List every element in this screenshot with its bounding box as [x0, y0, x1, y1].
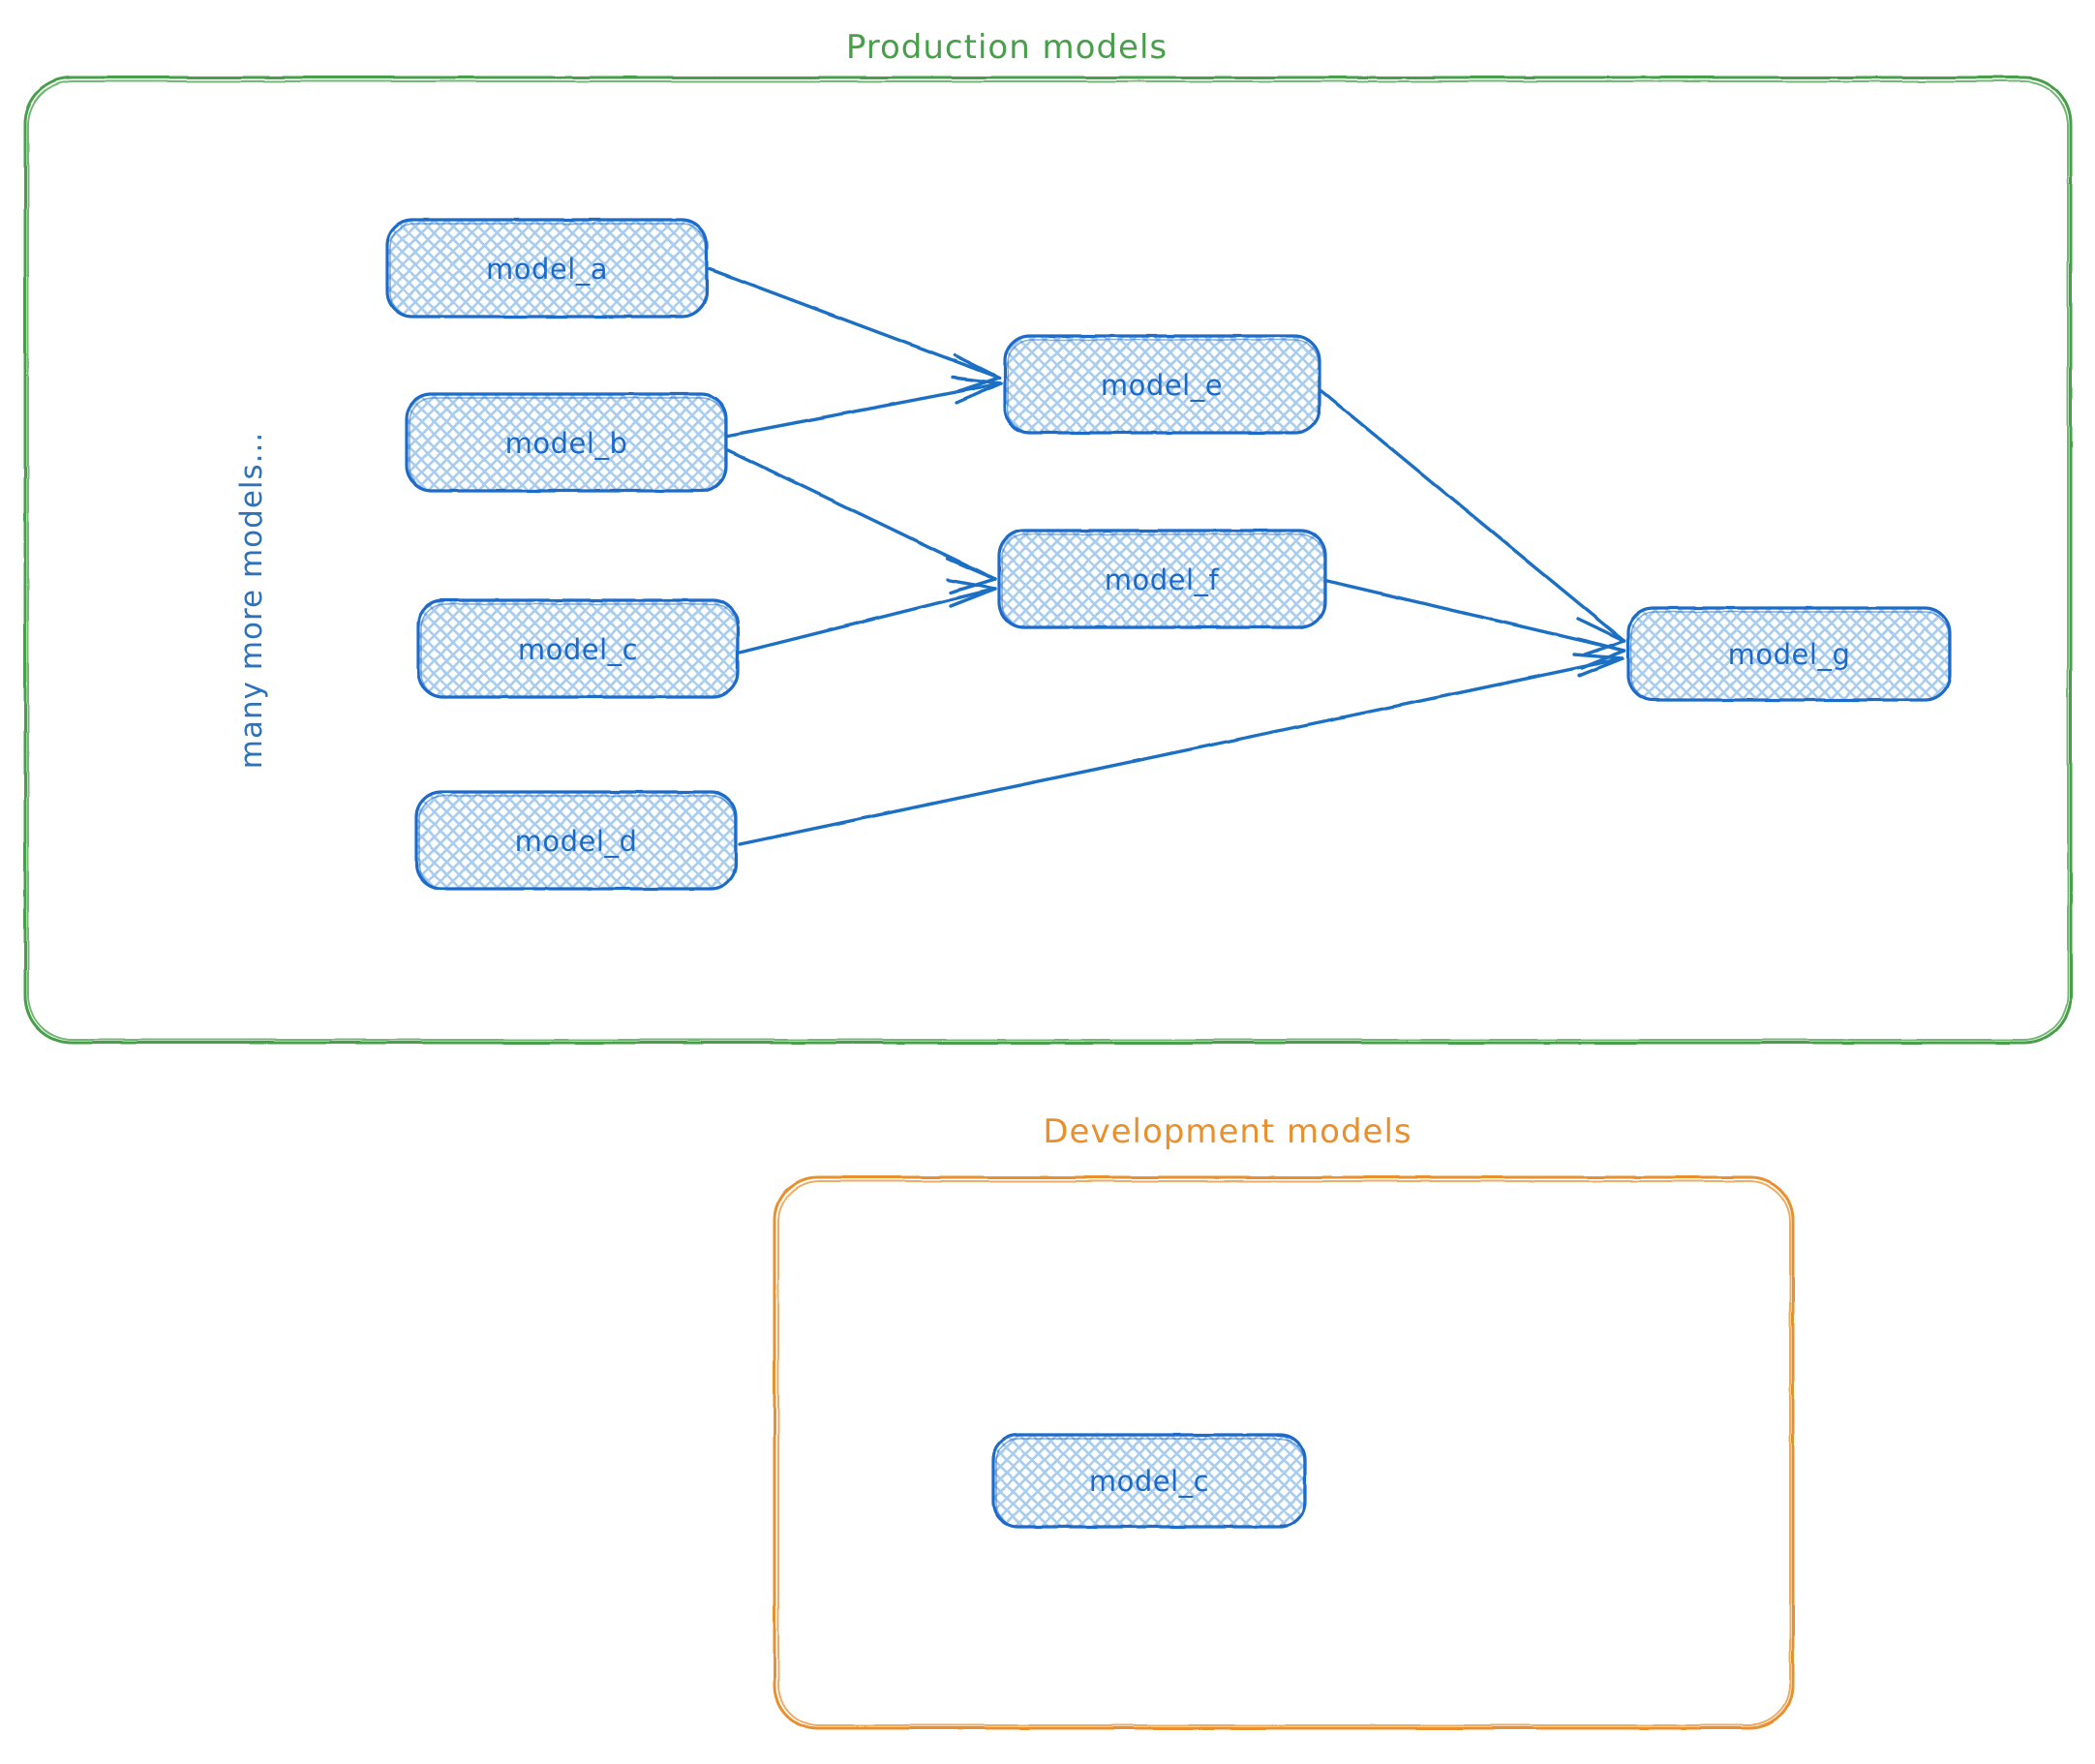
node-model-c-dev[interactable]: model_c — [991, 1433, 1307, 1529]
nodes-layer: model_a model_b model_c — [385, 218, 1952, 1529]
node-model-f[interactable]: model_f — [997, 529, 1327, 629]
edge-model-e-to-model-g — [1320, 389, 1626, 656]
edge-model-b-to-model-f — [726, 448, 997, 594]
node-label: model_g — [1728, 638, 1851, 671]
node-model-d[interactable]: model_d — [414, 790, 738, 891]
node-label: model_c — [518, 633, 638, 666]
production-container — [23, 76, 2073, 1045]
node-label: model_d — [515, 825, 638, 858]
node-label: model_a — [486, 253, 608, 286]
node-model-e[interactable]: model_e — [1003, 334, 1321, 435]
production-title: Production models — [846, 28, 1168, 67]
many-more-models-note: many more models... — [234, 432, 269, 769]
node-model-b[interactable]: model_b — [405, 392, 728, 493]
node-label: model_c — [1089, 1465, 1209, 1498]
side-note-label: many more models... — [234, 432, 269, 769]
node-model-c-prod[interactable]: model_c — [416, 598, 740, 699]
edge-model-a-to-model-e — [708, 267, 1001, 393]
node-model-g[interactable]: model_g — [1626, 606, 1952, 702]
node-model-a[interactable]: model_a — [385, 218, 709, 319]
development-title: Development models — [1043, 1112, 1412, 1151]
node-label: model_e — [1101, 369, 1223, 402]
node-label: model_b — [505, 427, 628, 460]
node-label: model_f — [1105, 563, 1220, 596]
edges-layer — [708, 267, 1626, 846]
edge-model-d-to-model-g — [738, 653, 1624, 846]
edge-model-c-to-model-f — [738, 578, 997, 654]
edge-model-b-to-model-e — [726, 376, 1003, 438]
development-container — [773, 1175, 1795, 1730]
